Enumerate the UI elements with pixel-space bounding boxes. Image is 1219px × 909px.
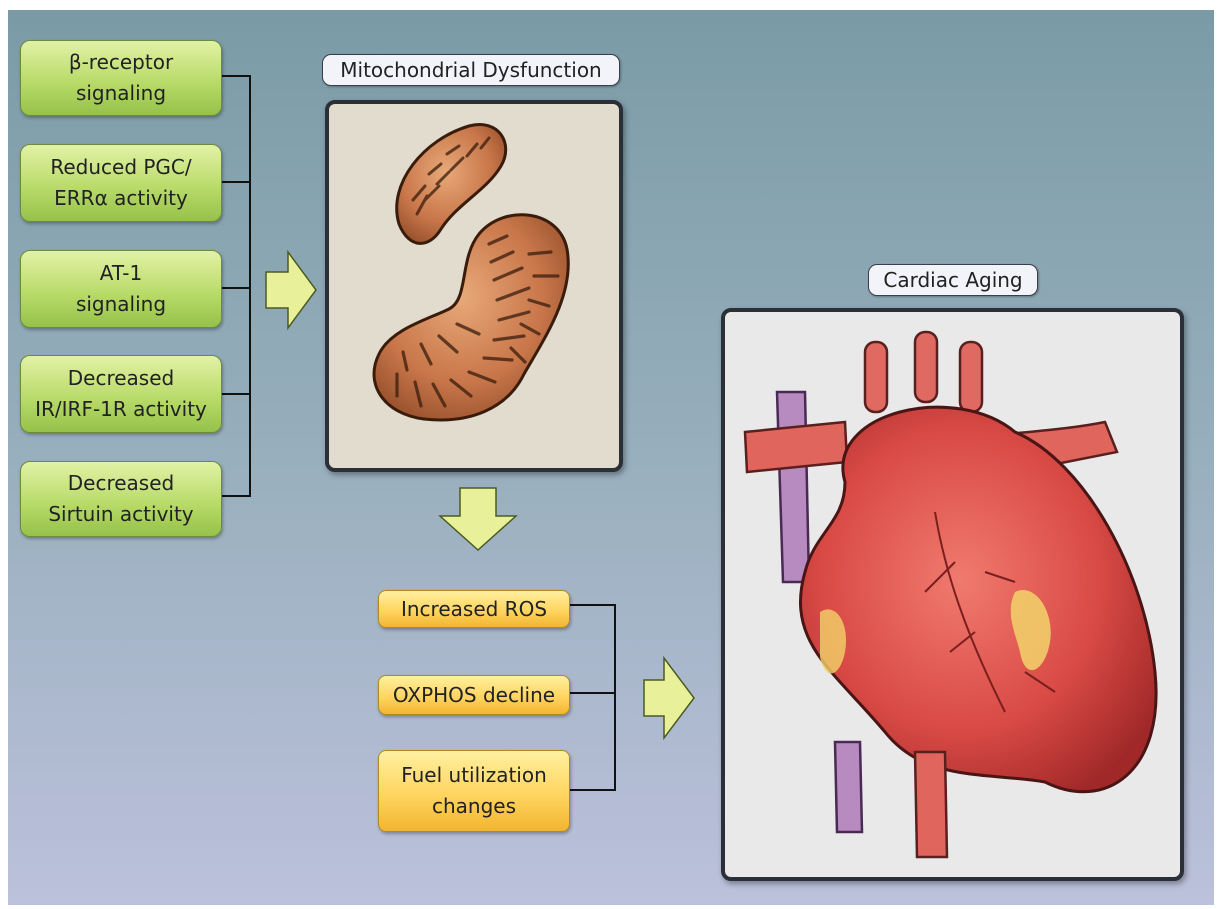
effect-oxphos-decline: OXPHOS decline [378, 675, 570, 715]
input-ir-irf1r: Decreased IR/IRF-1R activity [20, 355, 222, 433]
input-bracket [220, 76, 250, 496]
heart-body [800, 407, 1156, 792]
effect-fuel-utilization: Fuel utilization changes [378, 750, 570, 832]
effect-increased-ros: Increased ROS [378, 590, 570, 628]
arrow-right-to-heart [644, 658, 694, 738]
diagram-canvas: β-receptor signaling Reduced PGC/ ERRα a… [8, 10, 1214, 905]
descending-aorta [915, 752, 947, 857]
heart-label: Cardiac Aging [868, 264, 1038, 296]
input-pgc-erra: Reduced PGC/ ERRα activity [20, 144, 222, 222]
arrow-down-to-effects [440, 488, 516, 550]
input-beta-receptor: β-receptor signaling [20, 40, 222, 116]
left-vessel [745, 422, 847, 472]
arrow-right-to-mito [266, 252, 316, 328]
input-at1-signaling: AT-1 signaling [20, 250, 222, 328]
mitochondria-illustration [329, 104, 619, 468]
mito-label: Mitochondrial Dysfunction [322, 54, 620, 86]
inferior-vessel [835, 742, 862, 832]
heart-illustration [725, 312, 1180, 877]
mitochondrion-large [374, 215, 568, 420]
vena-cava [777, 392, 809, 582]
mito-panel [325, 100, 623, 472]
input-sirtuin: Decreased Sirtuin activity [20, 461, 222, 537]
aorta-branches [865, 332, 982, 412]
heart-panel [721, 308, 1184, 881]
effects-bracket [568, 605, 615, 790]
